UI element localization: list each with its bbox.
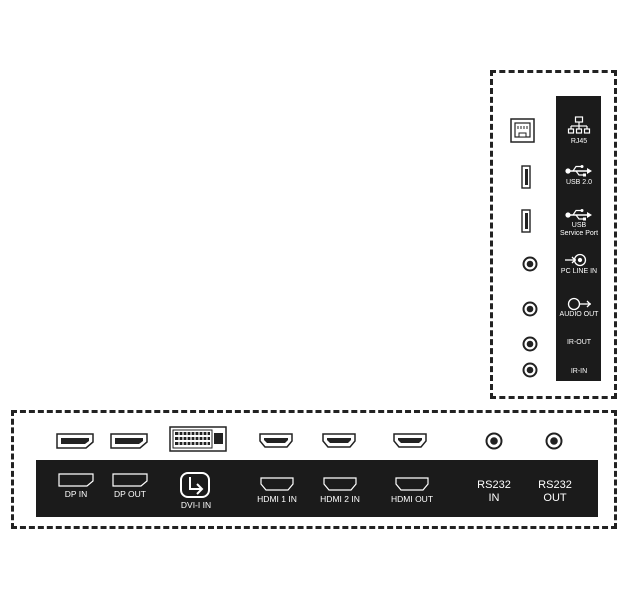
audio-in-icon bbox=[565, 253, 589, 267]
hdmi-icon bbox=[260, 477, 294, 491]
network-icon bbox=[567, 116, 591, 136]
usb-icon bbox=[565, 165, 592, 177]
rj45-port bbox=[510, 118, 535, 143]
rs232-in-jack bbox=[485, 432, 503, 450]
usb-service-port bbox=[521, 209, 531, 233]
dp-in-port bbox=[56, 433, 94, 449]
ir-in-jack bbox=[522, 362, 538, 378]
hdmi-1-in-port bbox=[259, 433, 293, 448]
dvi-i-in-port bbox=[169, 426, 227, 452]
usb-2-port bbox=[521, 165, 531, 189]
dvi-i-in-label: DVI-I IN bbox=[180, 500, 212, 510]
dvi-icon bbox=[179, 471, 213, 499]
hdmi-icon bbox=[395, 477, 429, 491]
displayport-icon bbox=[112, 473, 148, 487]
bottom-label-strip bbox=[36, 460, 598, 517]
hdmi-1-in-label: HDMI 1 IN bbox=[257, 494, 297, 504]
usb-2-label: USB 2.0 bbox=[565, 179, 593, 186]
hdmi-2-in-label: HDMI 2 IN bbox=[320, 494, 360, 504]
pc-line-in-jack bbox=[522, 256, 538, 272]
side-connector-panel bbox=[490, 70, 617, 399]
usb-service-port-label: USB Service Port bbox=[559, 222, 599, 238]
audio-out-jack bbox=[522, 301, 538, 317]
ir-out-jack bbox=[522, 336, 538, 352]
rs232-in-label: RS232 IN bbox=[477, 479, 511, 504]
hdmi-out-port bbox=[393, 433, 427, 448]
audio-out-icon bbox=[567, 297, 592, 311]
dp-in-label: DP IN bbox=[64, 489, 88, 499]
hdmi-out-label: HDMI OUT bbox=[390, 494, 434, 504]
hdmi-icon bbox=[323, 477, 357, 491]
side-label-strip bbox=[556, 96, 601, 381]
usb-icon bbox=[565, 209, 592, 221]
ir-out-label: IR-OUT bbox=[566, 339, 592, 346]
rs232-out-label: RS232 OUT bbox=[538, 479, 572, 504]
dp-out-port bbox=[110, 433, 148, 449]
hdmi-2-in-port bbox=[322, 433, 356, 448]
ir-in-label: IR-IN bbox=[570, 368, 588, 375]
pc-line-in-label: PC LINE IN bbox=[560, 268, 598, 275]
displayport-icon bbox=[58, 473, 94, 487]
rj45-label: RJ45 bbox=[570, 138, 588, 145]
bottom-connector-panel bbox=[11, 410, 617, 529]
audio-out-label: AUDIO OUT bbox=[559, 311, 599, 318]
dp-out-label: DP OUT bbox=[114, 489, 146, 499]
rs232-out-jack bbox=[545, 432, 563, 450]
